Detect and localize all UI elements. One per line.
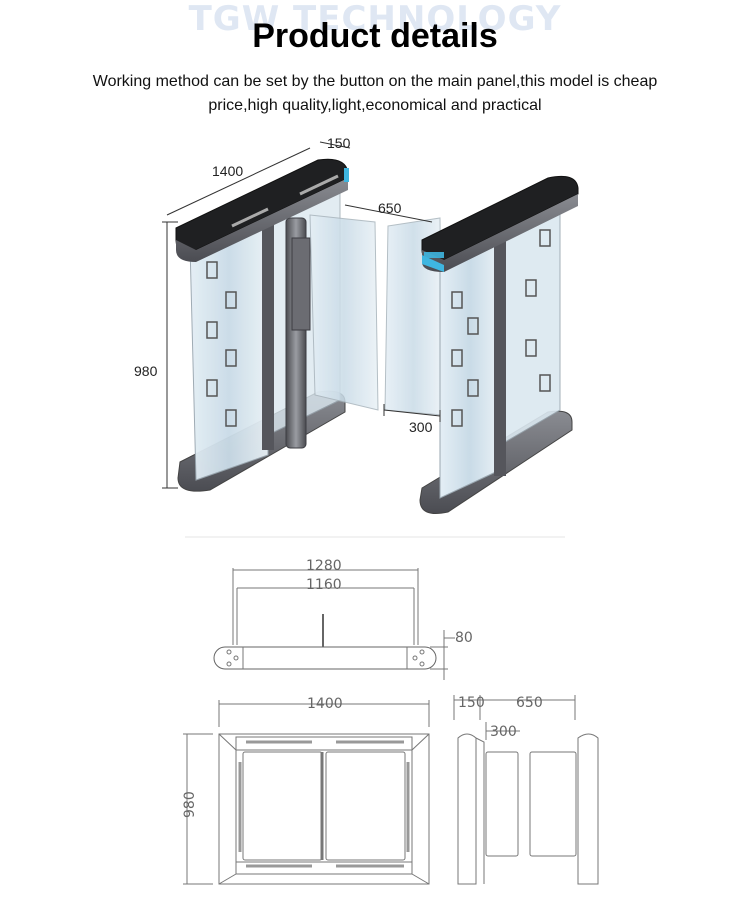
render-width-label: 150 — [327, 135, 351, 151]
render-dimensions — [162, 141, 441, 489]
top-view-drawing — [213, 568, 455, 680]
product-render: 1400 150 650 980 300 — [134, 135, 579, 514]
watermark-logo: TGW TECHNOLOGY — [188, 0, 562, 39]
side-width-label: 150 — [458, 695, 485, 711]
side-gap-label: 650 — [516, 695, 543, 711]
side-door-label: 300 — [490, 724, 517, 740]
product-description: Working method can be set by the button … — [92, 73, 658, 114]
front-length-label: 1400 — [307, 696, 343, 712]
left-swing-door — [309, 214, 379, 411]
front-height-label: 980 — [182, 791, 198, 818]
side-view-drawing — [453, 695, 599, 885]
top-thickness-label: 80 — [455, 630, 473, 646]
front-view-drawing — [183, 700, 430, 885]
render-height-label: 980 — [134, 363, 158, 379]
top-inner-label: 1160 — [306, 577, 342, 593]
render-gap-label: 650 — [378, 200, 402, 216]
right-cabinet — [419, 175, 579, 514]
render-length-label: 1400 — [212, 163, 243, 179]
page-title: Product details — [252, 17, 498, 55]
render-door-label: 300 — [409, 419, 433, 435]
top-outer-label: 1280 — [306, 558, 342, 574]
